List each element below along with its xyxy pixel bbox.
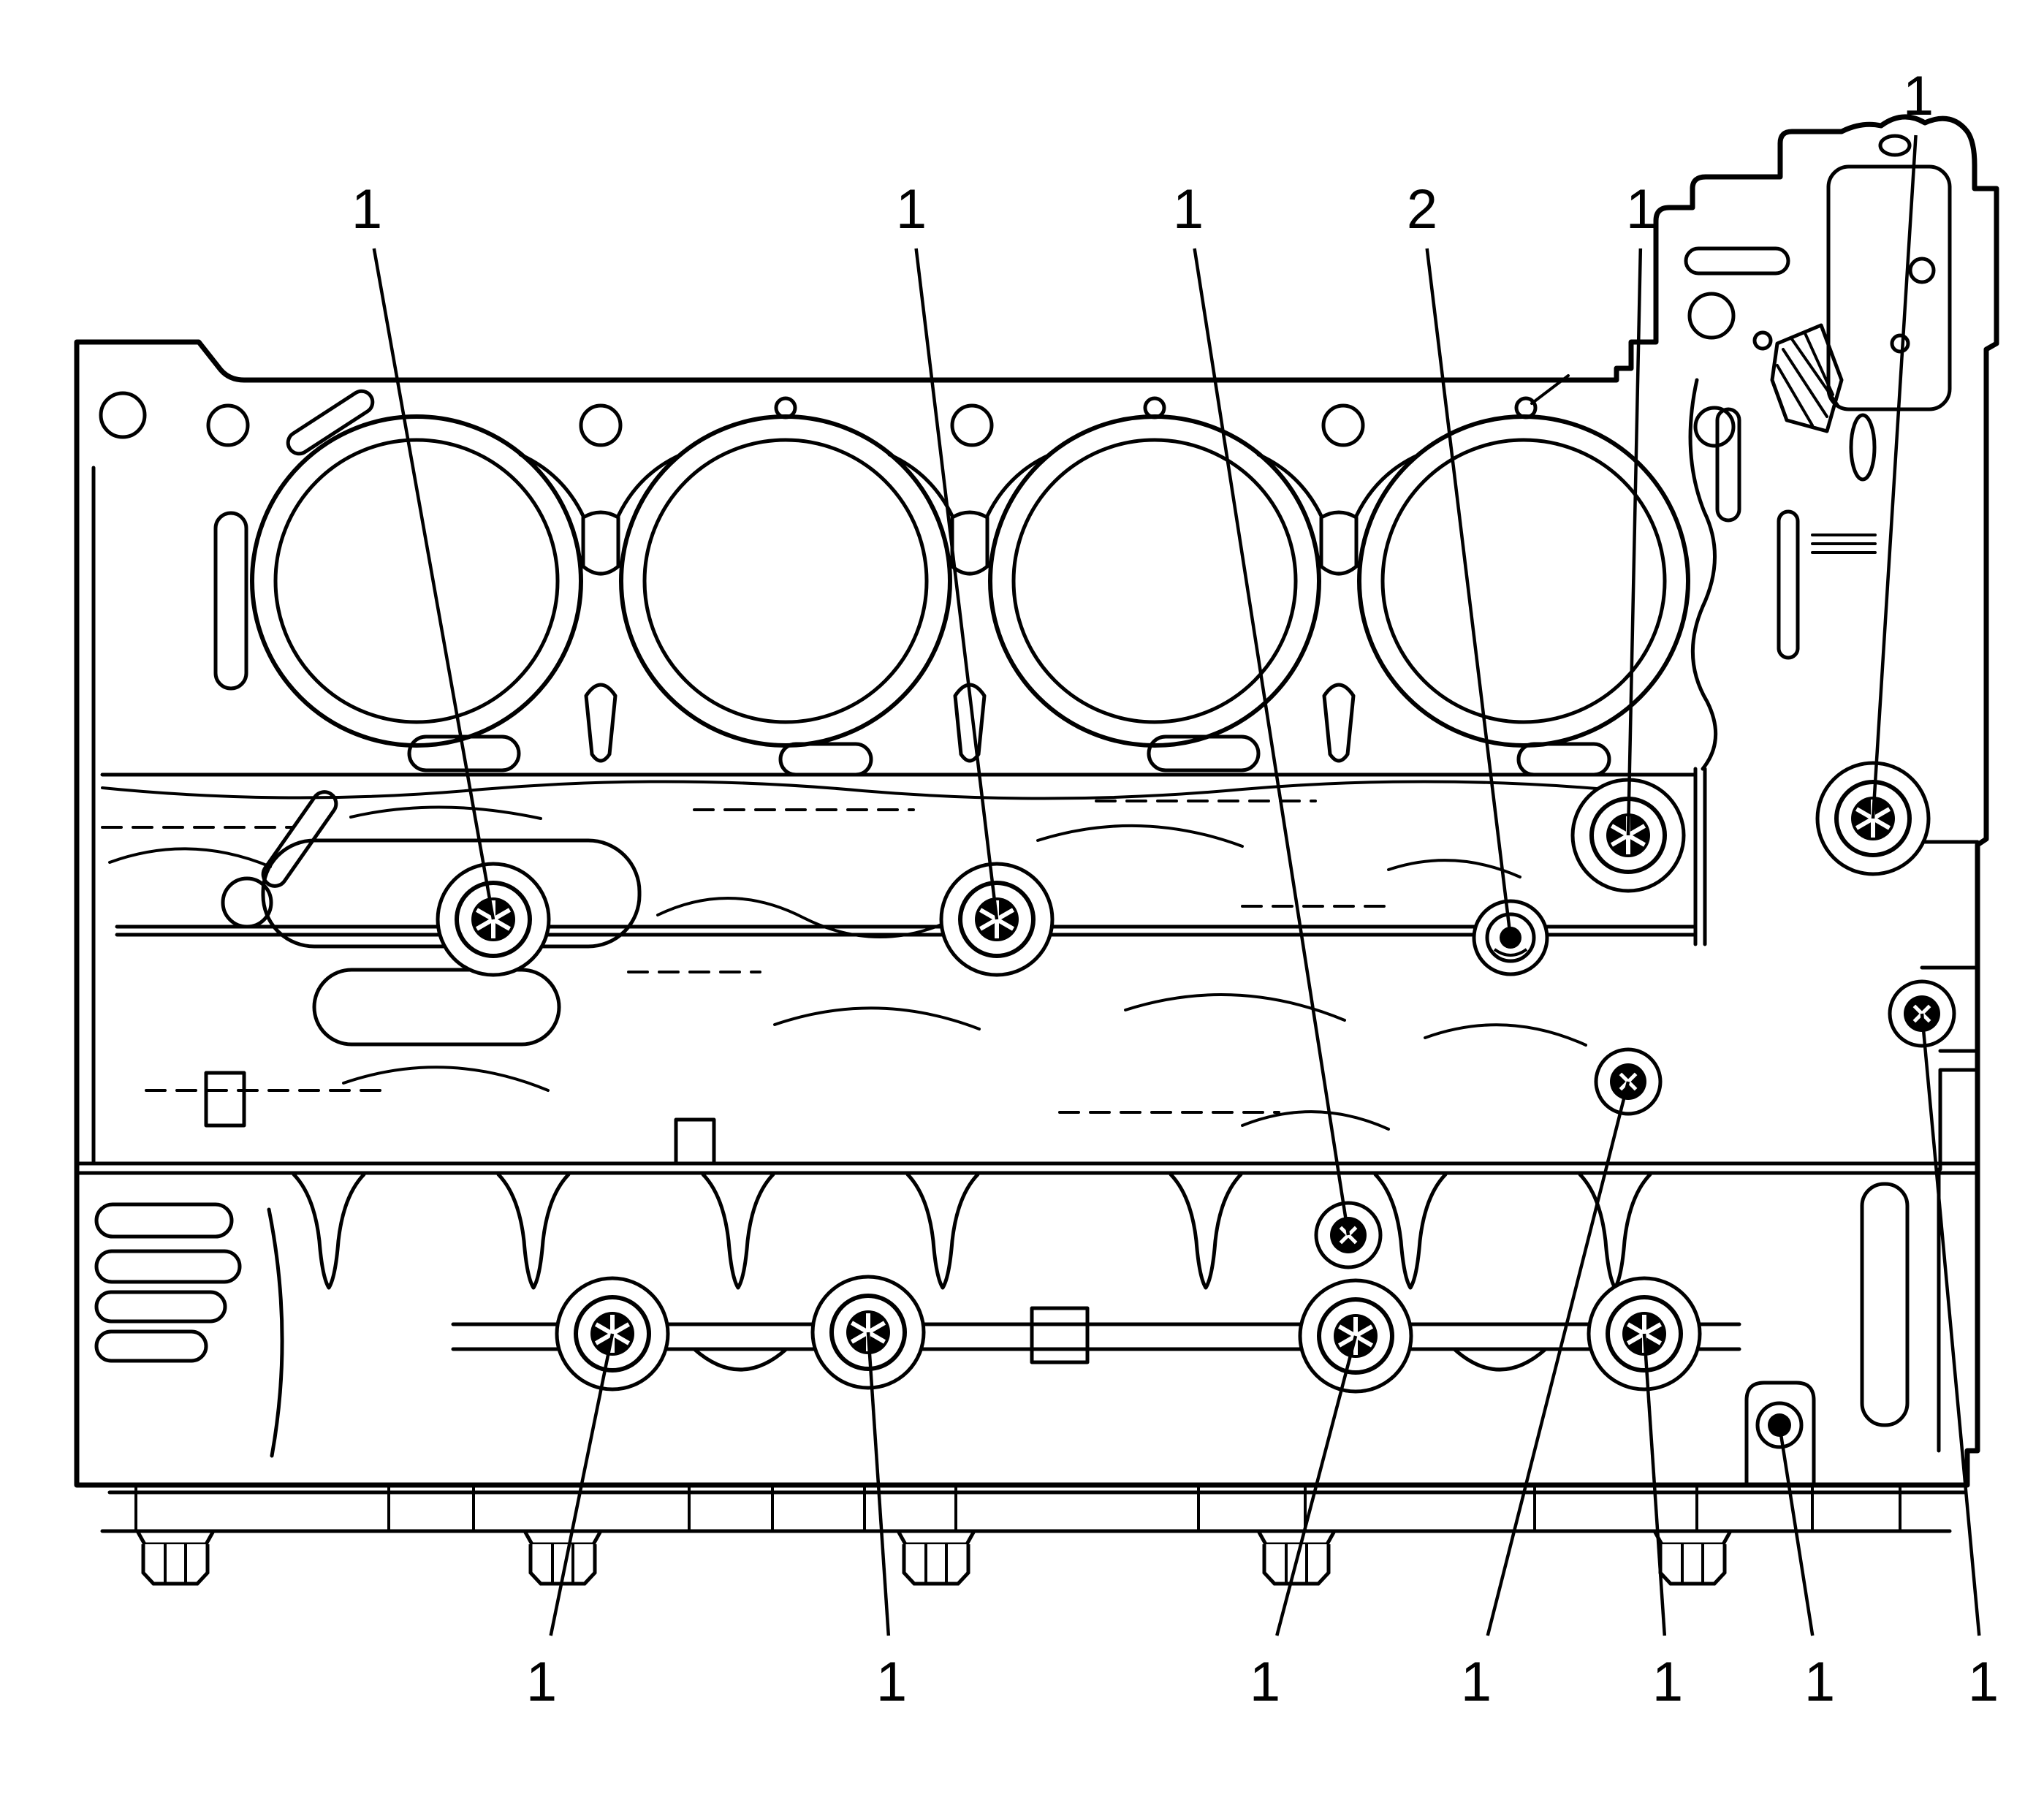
callout-leader: [1642, 1333, 1667, 1636]
plug-arc: [1493, 948, 1528, 957]
callout-labels: 1 1 1 2 1 1 1 1 1 1 1 1 1: [352, 65, 1999, 1713]
hex-bolt-head: [1658, 1544, 1727, 1586]
callout-leader: [372, 248, 495, 920]
hex-bolt-facets: [1681, 1544, 1704, 1583]
callout-leader-lines: [372, 134, 1981, 1636]
callout-leader: [1425, 248, 1513, 938]
callout-label: 2: [1407, 178, 1437, 240]
cylinder-bores: [206, 396, 1736, 748]
deck-hole: [579, 403, 623, 447]
deck-hole: [950, 403, 994, 447]
pan-rail-hex-bolts: [135, 1530, 1733, 1586]
callout-label: 1: [1250, 1651, 1280, 1713]
deck-hole: [1514, 396, 1538, 419]
hex-bolt-head: [902, 1544, 970, 1586]
callout-leader: [1193, 248, 1350, 1236]
cylinder-bore: [619, 414, 952, 748]
callout-label: 1: [1804, 1651, 1835, 1713]
hex-bolt-washer: [1652, 1530, 1733, 1546]
deck-hole: [1693, 406, 1736, 448]
callout-leader: [1777, 1424, 1815, 1636]
cylinder-bore-inner: [1011, 438, 1298, 724]
fastener-bosses: [436, 761, 1956, 1449]
cylinder-bore: [250, 414, 583, 748]
cylinder-bore-inner: [642, 438, 929, 724]
callout-label: 1: [1652, 1651, 1683, 1713]
block-outline: [74, 114, 1999, 1488]
hex-bolt-washer: [1256, 1530, 1337, 1546]
rear-flange: [1684, 134, 1980, 1172]
deck-hole: [774, 396, 797, 419]
callout-label: 1: [1626, 178, 1657, 240]
callout-leader: [1626, 248, 1643, 836]
hex-bolt-washer: [523, 1530, 603, 1546]
callout-leader: [1920, 1013, 1981, 1636]
callout-label: 1: [1968, 1651, 1999, 1713]
cylinder-bore-inner: [1380, 438, 1667, 724]
callout-label: 1: [1173, 178, 1204, 240]
callout-leader: [1871, 134, 1918, 819]
hex-bolt-washer: [896, 1530, 976, 1546]
callout-label: 1: [1903, 65, 1934, 127]
deck-hole: [206, 403, 250, 447]
callout-label: 1: [352, 178, 382, 240]
hex-bolt-facets: [551, 1544, 574, 1583]
callout-label: 1: [1461, 1651, 1492, 1713]
callout-label: 1: [876, 1651, 907, 1713]
callout-label: 1: [896, 178, 927, 240]
cylinder-bore: [1357, 414, 1690, 748]
callout-label: 1: [526, 1651, 557, 1713]
hex-bolt-facets: [924, 1544, 948, 1583]
cylinder-bore: [988, 414, 1321, 748]
callout-leader: [866, 1332, 891, 1636]
callout-leader: [549, 1333, 615, 1636]
callout-leader: [1486, 1081, 1630, 1636]
callout-leader: [1275, 1335, 1358, 1636]
hex-bolt-facets: [164, 1544, 187, 1583]
callout-leader: [914, 248, 999, 920]
hex-bolt-facets: [1285, 1544, 1308, 1583]
pan-rail: [100, 1484, 1967, 1533]
deck-hole: [1321, 403, 1365, 447]
hex-bolt-head: [141, 1544, 210, 1586]
cylinder-bore-inner: [273, 438, 560, 724]
deck-hole: [1143, 396, 1166, 419]
crankcase-band: [101, 800, 1696, 1166]
hex-bolt-washer: [135, 1530, 216, 1546]
